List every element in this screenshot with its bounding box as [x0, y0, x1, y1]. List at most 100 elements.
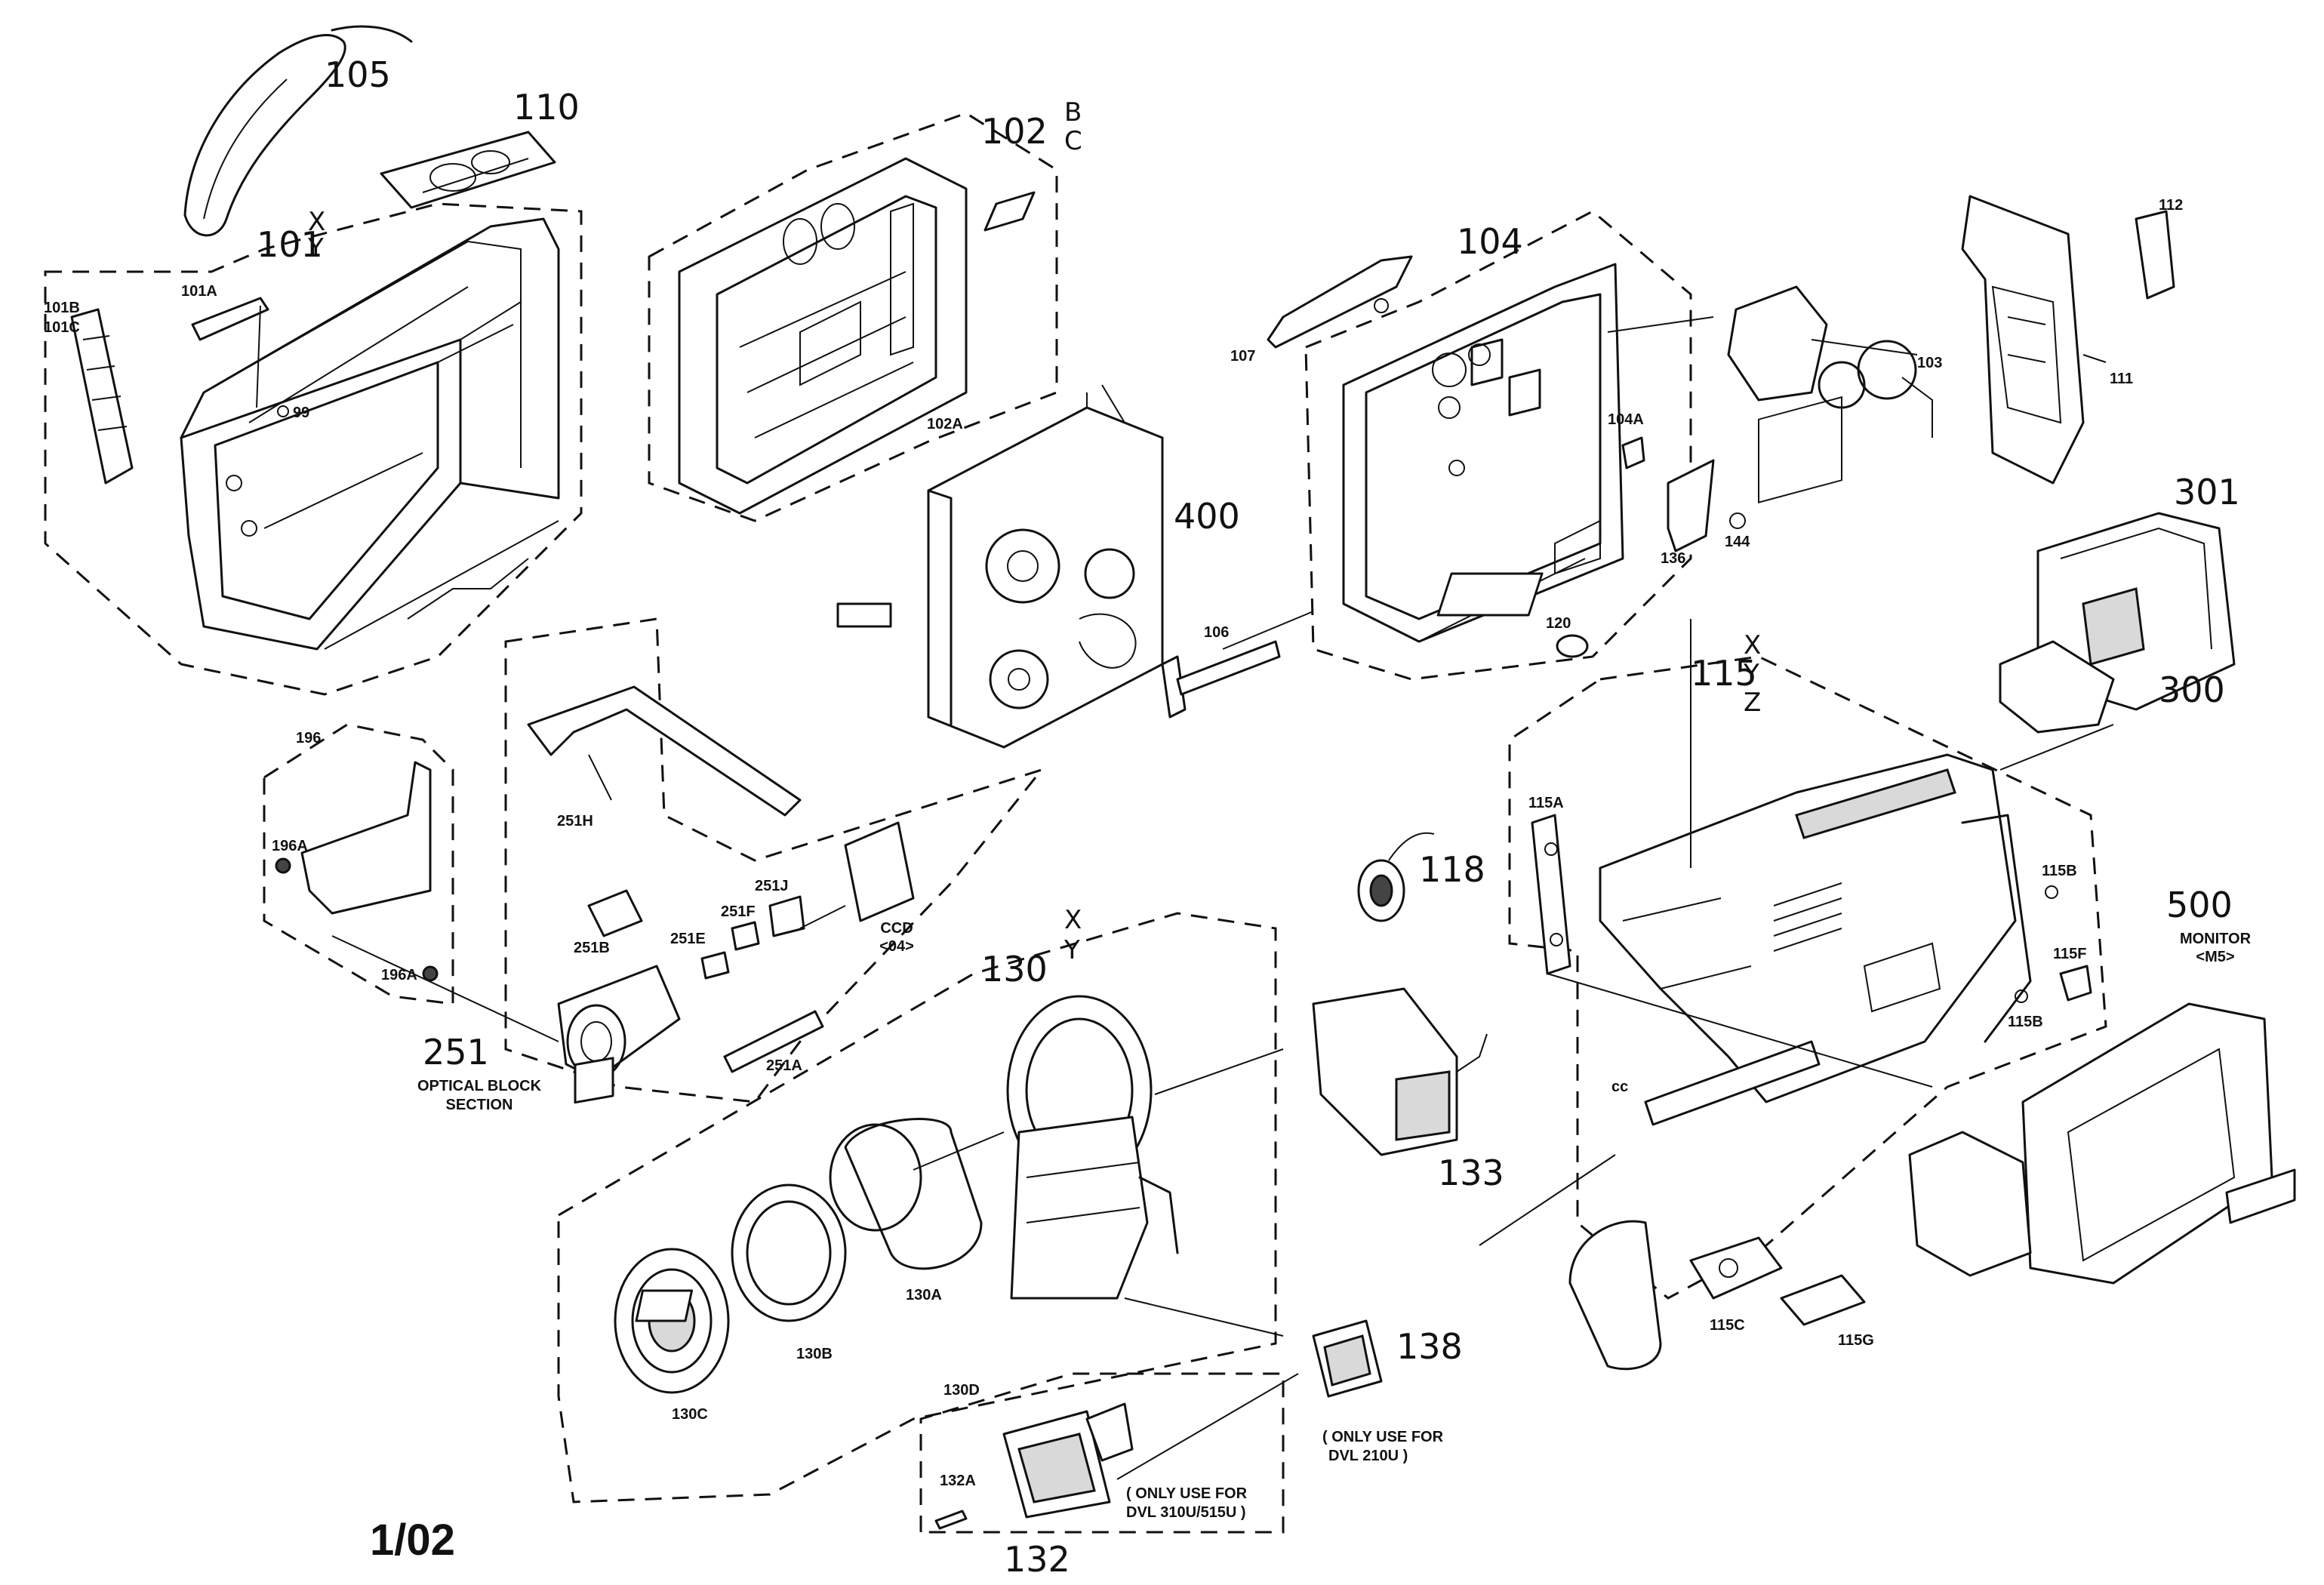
leader-lines	[331, 316, 2114, 1480]
label-101b: 101B	[44, 300, 80, 316]
part-500-monitor	[1908, 1002, 2296, 1285]
label-99: 99	[293, 405, 309, 421]
label-251: 251	[423, 1032, 489, 1073]
part-132-lamp-unit	[1002, 1402, 1134, 1519]
label-115f: 115F	[2053, 946, 2086, 962]
label-ccd: CCD	[880, 920, 913, 937]
part-grip-cover	[1568, 1220, 1662, 1371]
label-196a-bottom: 196A	[381, 967, 417, 983]
part-112-cap	[2135, 210, 2175, 300]
label-102-b: B	[1064, 97, 1082, 128]
label-400: 400	[1174, 496, 1240, 537]
label-300: 300	[2159, 669, 2225, 710]
group-104-outline	[1304, 210, 1692, 681]
label-102-c: C	[1064, 126, 1082, 156]
part-115c-switch	[1689, 1236, 1783, 1300]
label-251a: 251A	[766, 1057, 802, 1074]
part-300-viewfinder-base	[1999, 640, 2115, 734]
part-115a-bracket	[1531, 814, 1571, 975]
part-196-plate	[300, 761, 432, 915]
screw-115b-top-icon	[2045, 885, 2058, 899]
label-only-use-dvl310-2: DVL 310U/515U )	[1126, 1504, 1246, 1521]
part-ccd-board	[844, 821, 915, 922]
label-101-y: Y	[307, 233, 324, 263]
label-251b: 251B	[574, 940, 610, 956]
label-132: 132	[1004, 1539, 1070, 1580]
part-138-lamp-cover	[1312, 1319, 1383, 1398]
bracket-near-144	[1667, 459, 1715, 552]
label-500: 500	[2166, 885, 2233, 925]
part-251j-filter	[768, 895, 805, 937]
screw-196a-bottom-icon	[422, 965, 439, 982]
screw-115b-bottom-icon	[2015, 989, 2028, 1003]
screw-99-icon	[277, 405, 289, 417]
part-115f-clip	[2059, 965, 2092, 1002]
part-cc-bar	[1644, 1040, 1821, 1126]
label-115c: 115C	[1710, 1317, 1745, 1334]
part-133-mic-unit	[1312, 987, 1488, 1156]
group-115-outline	[1508, 655, 2107, 1300]
label-138: 138	[1396, 1326, 1463, 1367]
label-115-y: Y	[1743, 659, 1759, 689]
group-130-outline	[557, 912, 1277, 1503]
label-monitor: MONITOR	[2180, 931, 2252, 947]
label-only-use-dvl210-2: DVL 210U )	[1328, 1448, 1408, 1464]
part-130d-sheet	[635, 1289, 694, 1322]
label-136: 136	[1661, 550, 1685, 567]
label-101: 101	[257, 224, 323, 265]
part-251a-rod	[723, 1010, 824, 1073]
part-small-sheet	[574, 1057, 614, 1104]
label-only-use-dvl210-1: ( ONLY USE FOR	[1322, 1429, 1444, 1445]
label-115a: 115A	[1528, 795, 1564, 811]
screw-196a-top-icon	[275, 857, 291, 874]
label-111: 111	[2110, 371, 2133, 387]
label-144: 144	[1725, 534, 1750, 550]
group-196-outline	[263, 723, 454, 1005]
part-251-lens-assembly	[557, 965, 681, 1081]
part-251f-filter	[731, 921, 760, 951]
label-monitor-code: <M5>	[2196, 949, 2234, 965]
label-101-x: X	[308, 207, 325, 237]
label-196a-top: 196A	[272, 838, 308, 854]
label-102: 102	[981, 111, 1048, 152]
label-130d: 130D	[943, 1382, 980, 1399]
label-115g: 115G	[1838, 1332, 1874, 1349]
part-132a-bulb	[934, 1510, 968, 1530]
part-105-hand-strap	[183, 25, 413, 237]
label-251h: 251H	[557, 813, 593, 829]
label-115-x: X	[1744, 630, 1761, 660]
part-130b-ring	[731, 1183, 847, 1322]
label-130b: 130B	[796, 1346, 833, 1362]
part-110-strap-cover	[380, 131, 556, 209]
part-251h-flex-cable	[527, 685, 802, 817]
label-118: 118	[1419, 849, 1485, 890]
label-112: 112	[2159, 197, 2183, 214]
label-103: 103	[1917, 355, 1942, 371]
screw-144-icon	[1729, 512, 1746, 529]
label-115: 115	[1691, 653, 1757, 694]
part-111-circuit-board	[1961, 195, 2107, 485]
label-101c: 101C	[44, 319, 80, 336]
label-optical-block-2: SECTION	[446, 1097, 513, 1113]
label-101a: 101A	[181, 283, 217, 300]
part-107-bracket	[1267, 255, 1413, 349]
part-106-bracket	[1161, 640, 1281, 719]
part-130a-barrel	[829, 1118, 983, 1270]
label-104: 104	[1457, 221, 1523, 262]
part-104-side-frame	[1342, 263, 1624, 643]
label-optical-block-1: OPTICAL BLOCK	[417, 1078, 542, 1094]
screw-104a-icon	[1621, 436, 1645, 469]
part-115g-tray	[1780, 1274, 1866, 1326]
part-101-main-frame	[180, 217, 560, 651]
label-130a: 130A	[906, 1287, 942, 1303]
part-136-label-sheet	[1436, 572, 1544, 617]
label-115b-top: 115B	[2042, 863, 2077, 879]
label-115b-bottom: 115B	[2008, 1014, 2043, 1030]
label-130-y: Y	[1063, 935, 1080, 965]
label-105: 105	[325, 54, 391, 95]
label-104a: 104A	[1608, 411, 1644, 428]
label-ccd-code: <04>	[879, 938, 914, 955]
label-251f: 251F	[721, 903, 756, 920]
part-251e-block	[700, 951, 730, 980]
